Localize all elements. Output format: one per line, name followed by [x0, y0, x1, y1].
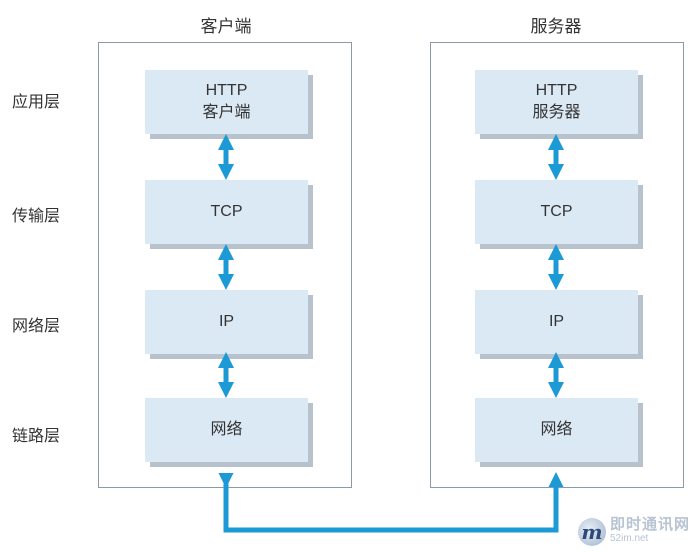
client-column-title: 客户端 [200, 17, 252, 36]
server-network-label: 网络 [540, 421, 573, 438]
server-column-title: 服务器 [530, 17, 582, 36]
layer-label-network: 网络层 [12, 318, 61, 335]
layer-label-link: 链路层 [12, 428, 61, 445]
client-network-box: 网络 [145, 398, 308, 462]
watermark: m 即时通讯网 52im.net [577, 516, 690, 546]
server-tcp-label: TCP [540, 203, 573, 220]
client-ip-label: IP [218, 313, 235, 330]
client-ip-box: IP [145, 290, 308, 354]
server-http-label: HTTP 服务器 [532, 82, 581, 121]
server-ip-box: IP [475, 290, 638, 354]
server-ip-label: IP [548, 313, 565, 330]
layer-label-application: 应用层 [12, 94, 61, 111]
client-tcp-box: TCP [145, 180, 308, 244]
client-http-box: HTTP 客户端 [145, 70, 308, 134]
client-network-label: 网络 [210, 421, 243, 438]
watermark-url: 52im.net [609, 533, 649, 544]
client-http-label: HTTP 客户端 [202, 82, 251, 121]
link-connector [218, 471, 564, 533]
server-http-box: HTTP 服务器 [475, 70, 638, 134]
server-tcp-box: TCP [475, 180, 638, 244]
watermark-logo-icon: m [577, 518, 606, 546]
server-network-box: 网络 [475, 398, 638, 462]
watermark-name: 即时通讯网 [609, 516, 690, 533]
client-tcp-label: TCP [210, 203, 243, 220]
layer-label-transport: 传输层 [12, 208, 61, 225]
